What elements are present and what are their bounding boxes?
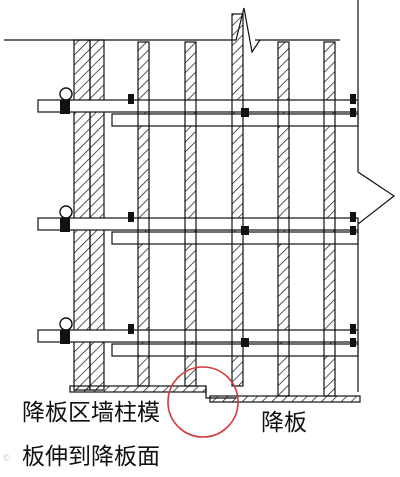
tie-bolts	[128, 94, 356, 347]
left-clamp-hooks	[59, 87, 73, 344]
annotation-left-line2: 板伸到降板面	[22, 444, 160, 470]
annotation-left: 降板区墙柱模 板伸到降板面	[22, 400, 160, 470]
annotation-right: 降板	[261, 410, 307, 436]
floor-slab	[69, 385, 361, 403]
stud-overlaps	[137, 100, 336, 356]
wall-formwork-panel	[73, 39, 105, 391]
horizontal-walers	[37, 99, 359, 357]
watermark: ©	[2, 454, 11, 464]
highlight-circle	[167, 366, 239, 438]
right-boundary-break-line	[357, 0, 396, 392]
annotation-left-line1: 降板区墙柱模	[22, 400, 160, 426]
